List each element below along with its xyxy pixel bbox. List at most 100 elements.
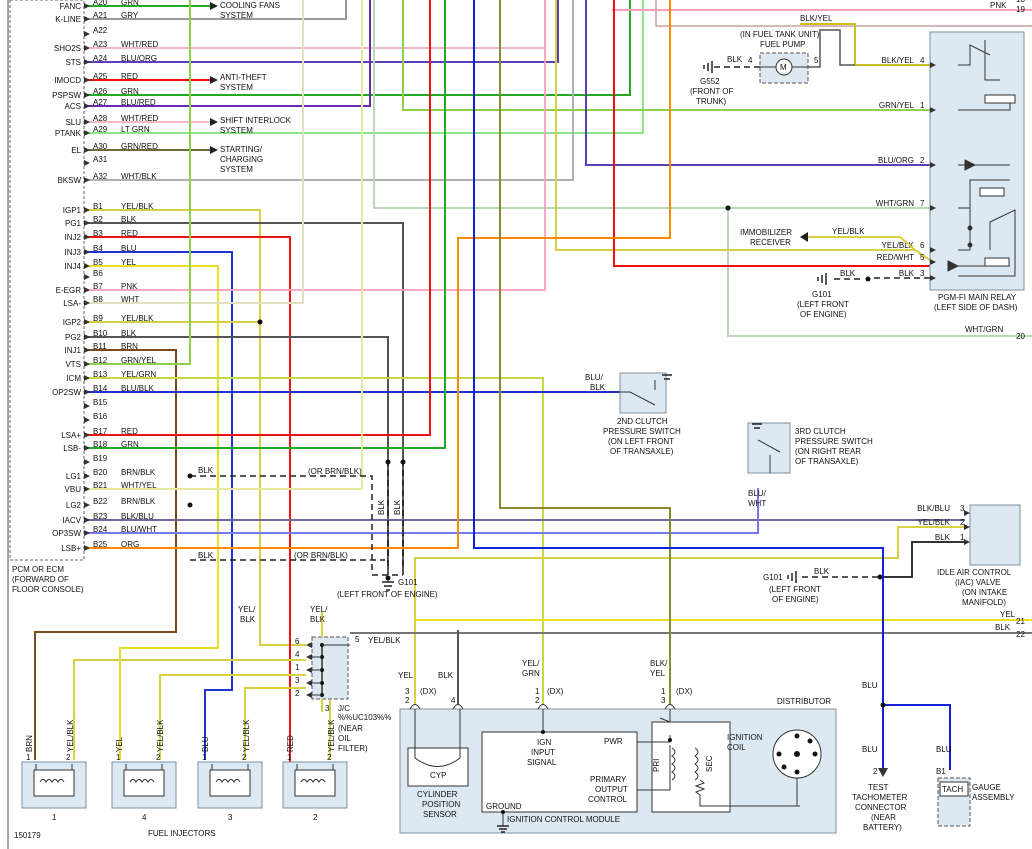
g101-iac-label: (LEFT FRONT: [769, 585, 821, 594]
ground-label: GROUND: [486, 802, 522, 811]
relay-wire-color: WHT/GRN: [876, 199, 914, 208]
ground-icon: [497, 825, 509, 833]
coil-label: IGNITION: [727, 733, 763, 742]
switch2-wire: BLU/: [585, 373, 604, 382]
jc-pin-1: 1: [295, 663, 300, 672]
injector-wire: BLU: [201, 736, 210, 752]
tach-box-label: TACH: [942, 785, 963, 794]
ecm-pin-id: A26: [93, 87, 108, 96]
ecm-pin-row: PG2 B10 BLK: [65, 329, 137, 342]
relay-wire-color: YEL/BLK: [882, 241, 915, 250]
tach-label: TEST: [868, 783, 889, 792]
g101-iac-wire: BLK: [814, 567, 830, 576]
switch2-wire: BLK: [590, 383, 606, 392]
ecm-pin-id: B8: [93, 295, 103, 304]
ecm-pin-name: IACV: [62, 516, 81, 525]
jc-wire-left: YEL/: [238, 605, 256, 614]
ecm-wire-color: GRN/YEL: [121, 356, 157, 365]
ecm-label: PCM OR ECM: [12, 565, 64, 574]
primary-output: PRIMARY: [590, 775, 627, 784]
top-right-labels: PNK 19 18 BLK/YEL: [800, 0, 1025, 23]
ecm-pin-id: B9: [93, 314, 103, 323]
distributor-title: DISTRIBUTOR: [777, 697, 831, 706]
ecm-pin-name: IGP1: [63, 206, 82, 215]
dist-pin-tag: 3: [405, 687, 410, 696]
jc-wire-top: BLK: [310, 615, 326, 624]
ecm-pin-id: B7: [93, 282, 103, 291]
ecm-pin-id: B4: [93, 244, 103, 253]
ecm-wire-color: BRN/BLK: [121, 497, 156, 506]
dist-dx: (DX): [676, 687, 693, 696]
ecm-pin-id: B25: [93, 540, 108, 549]
ecm-pin-name: PG2: [65, 333, 82, 342]
relay-wire-color: RED/WHT: [877, 253, 914, 262]
ecm-pin-name: OP3SW: [52, 529, 81, 538]
g101-label: OF ENGINE): [800, 310, 847, 319]
dist-wire: BLK: [438, 671, 454, 680]
injector-number: 3: [228, 813, 233, 822]
ecm-wire-color: BLK: [121, 329, 137, 338]
injector-wire: BRN: [25, 735, 34, 752]
ecm-pin-id: B1: [93, 202, 103, 211]
test-tachometer-connector: BLU BLU 2 TEST TACHOMETER CONNECTOR (NEA…: [852, 681, 908, 832]
cyp-desc: CYLINDER: [417, 790, 458, 799]
cyp-desc: POSITION: [422, 800, 460, 809]
ecm-pin-id: B3: [93, 229, 103, 238]
shift-interlock-ref: SYSTEM: [220, 126, 253, 135]
injector-pin: 1: [202, 753, 207, 762]
ecm-pin-name: LG1: [66, 472, 82, 481]
ecm-pin-id: B10: [93, 329, 108, 338]
ecm-pin-id: B22: [93, 497, 108, 506]
ecm-wire-color: YEL: [121, 258, 137, 267]
relay-wire-color: BLK/YEL: [882, 56, 915, 65]
dist-pin: 4: [451, 696, 456, 705]
switch3-label: OF TRANSAXLE): [795, 457, 859, 466]
ecm-pin-name: BKSW: [57, 176, 81, 185]
ecm-wire-color: GRN: [121, 87, 139, 96]
ecm-pin-id: B20: [93, 468, 108, 477]
ecm-pin-id: B5: [93, 258, 103, 267]
switch3-label: PRESSURE SWITCH: [795, 437, 873, 446]
switch3-label: (ON RIGHT REAR: [795, 447, 861, 456]
jc-pin-3: 3: [295, 676, 300, 685]
jc-pin-6: 6: [295, 637, 300, 646]
ign-input: SIGNAL: [527, 758, 557, 767]
injectors-title: FUEL INJECTORS: [148, 829, 216, 838]
gauge-wire: BLU: [936, 745, 952, 754]
fuel-pump-label: FUEL PUMP: [760, 40, 806, 49]
jc-wire-top: YEL/: [310, 605, 328, 614]
ecm-pin-name: INJ4: [65, 262, 82, 271]
ecm-pin-name: SHO2S: [54, 44, 81, 53]
injector-pin: 1: [26, 753, 31, 762]
tach-label: BATTERY): [863, 823, 902, 832]
wire-number-19: 19: [1016, 5, 1025, 14]
ecm-pin-id: B6: [93, 269, 103, 278]
g101-wire: BLK: [840, 269, 856, 278]
ecm-label: FLOOR CONSOLE): [12, 585, 84, 594]
tach-label: TACHOMETER: [852, 793, 908, 802]
ecm-pin-name: VTS: [65, 360, 81, 369]
iac-pin-number: 2: [960, 518, 965, 527]
ecm-pin-id: B24: [93, 525, 108, 534]
g101-center-label: (LEFT FRONT OF ENGINE): [337, 590, 438, 599]
joint-connector: 6 4 1 3 2 5 3 YEL/BLK YEL/ BLK YEL/ BLK …: [238, 605, 401, 760]
relay-wire-color: GRN/YEL: [879, 101, 915, 110]
ecm-wire-color: RED: [121, 229, 138, 238]
pump-ground-label: G552: [700, 77, 720, 86]
